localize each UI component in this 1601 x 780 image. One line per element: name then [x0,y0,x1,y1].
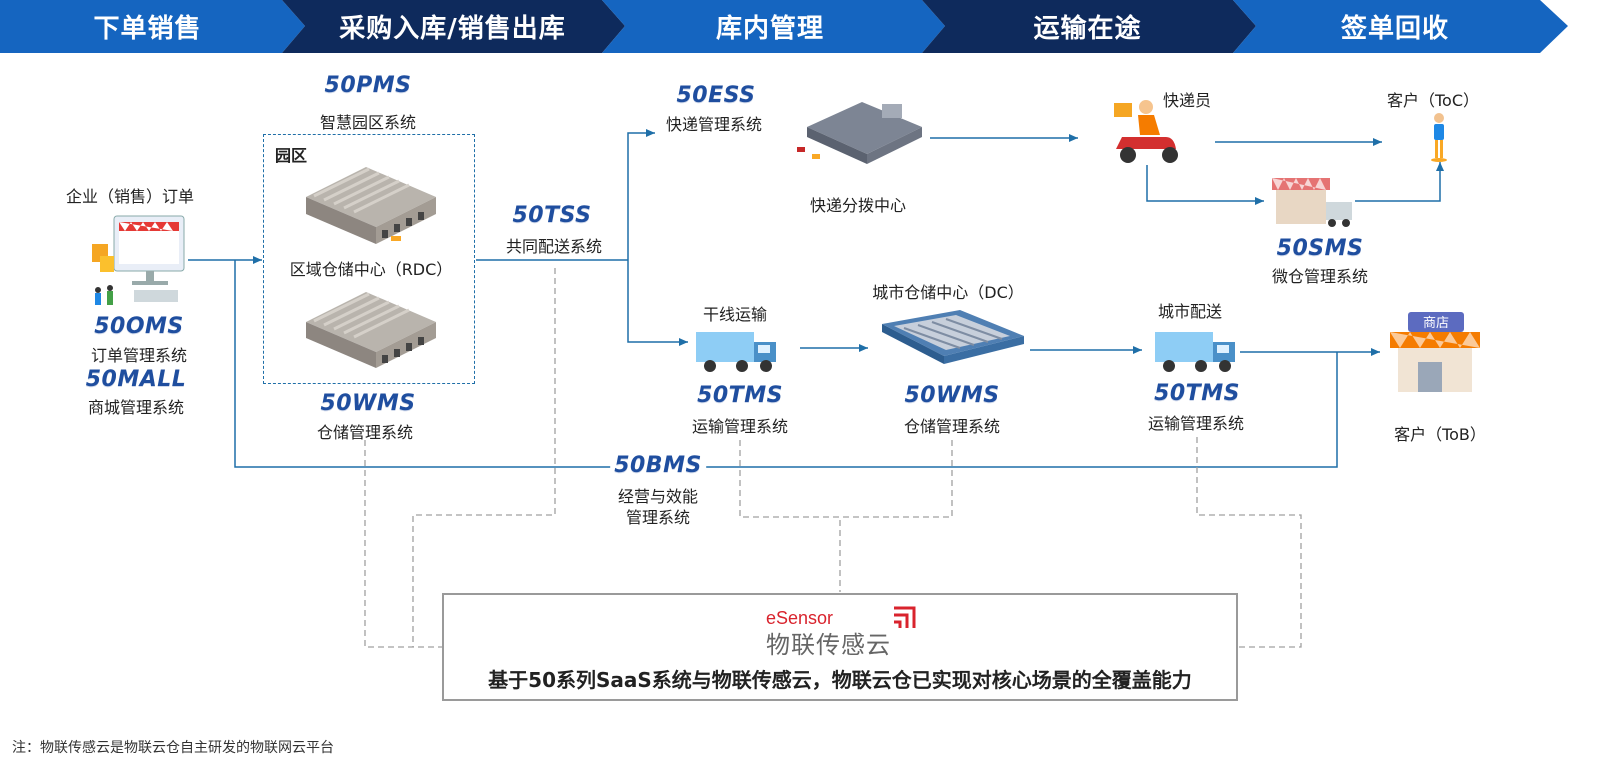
city-delivery-label: 城市配送 [1157,302,1223,321]
rdc-label: 区域仓储中心（RDC） [289,260,453,279]
courier-label: 快递员 [1162,91,1212,110]
tms-trunk-name: 运输管理系统 [691,417,789,436]
bms-logo: 50BMS [610,453,706,478]
bms-name-line2: 管理系统 [625,508,691,527]
courier-scooter-icon [1114,100,1178,163]
footnote: 注：物联传感云是物联云仓自主研发的物联网云平台 [12,740,334,756]
city-truck-icon [1155,332,1235,372]
express-hub-label: 快递分拨中心 [809,196,907,215]
trunk-truck-icon [696,332,776,372]
wms-rdc-name: 仓储管理系统 [316,423,414,442]
customer-toc-label: 客户（ToC） [1386,91,1480,110]
city-dc-label: 城市仓储中心（DC） [872,283,1024,302]
platform-description: 基于50系列SaaS系统与物联传感云，物联云仓已实现对核心场景的全覆盖能力 [488,668,1192,692]
wms-dc-logo: 50WMS [904,383,1000,408]
sms-logo: 50SMS [1276,236,1364,261]
tms-city-name: 运输管理系统 [1147,414,1245,433]
tss-logo: 50TSS [512,203,592,228]
city-warehouse-icon [882,310,1024,364]
iot-platform-box [442,593,1238,701]
stage-order-sales: 下单销售 [93,14,202,44]
regional-warehouse-icon [306,167,436,244]
stage-warehouse-mgmt: 库内管理 [715,14,824,44]
esensor-brand-en: eSensor [766,608,834,628]
wms-dc-name: 仓储管理系统 [903,417,1001,436]
mall-logo: 50MALL [85,367,187,392]
tss-name: 共同配送系统 [505,237,603,256]
enterprise-order-label: 企业（销售）订单 [66,187,195,206]
wms-rdc-logo: 50WMS [320,391,416,416]
retail-shop-icon: 商店 [1390,312,1480,392]
pms-name: 智慧园区系统 [319,113,417,132]
esensor-logo-icon [894,606,916,628]
sorting-center-icon [797,102,922,164]
oms-name: 订单管理系统 [90,346,188,365]
customer-tob-label: 客户（ToB） [1394,425,1486,444]
esensor-brand-cn: 物联传感云 [766,631,891,659]
park-boundary [263,134,475,384]
stage-purchase-inbound: 采购入库/销售出库 [339,14,566,44]
warehouse-icon [306,292,436,368]
mall-name: 商城管理系统 [87,398,185,417]
ess-logo: 50ESS [676,83,756,108]
shop-sign-text: 商店 [1423,316,1449,331]
online-store-icon [92,215,185,305]
trunk-transport-label: 干线运输 [702,305,768,324]
pms-logo: 50PMS [324,73,412,98]
bms-name-line1: 经营与效能 [617,487,699,506]
tms-trunk-logo: 50TMS [697,383,783,408]
header-bar [0,0,1568,53]
stage-in-transit: 运输在途 [1033,14,1142,44]
oms-logo: 50OMS [94,314,184,339]
stage-receipt-return: 签单回收 [1340,14,1449,44]
micro-warehouse-icon [1272,178,1352,227]
tms-city-logo: 50TMS [1154,381,1240,406]
park-title: 园区 [275,146,308,165]
customer-person-icon [1431,113,1447,162]
sms-name: 微仓管理系统 [1271,267,1369,286]
ess-name: 快递管理系统 [665,115,763,134]
